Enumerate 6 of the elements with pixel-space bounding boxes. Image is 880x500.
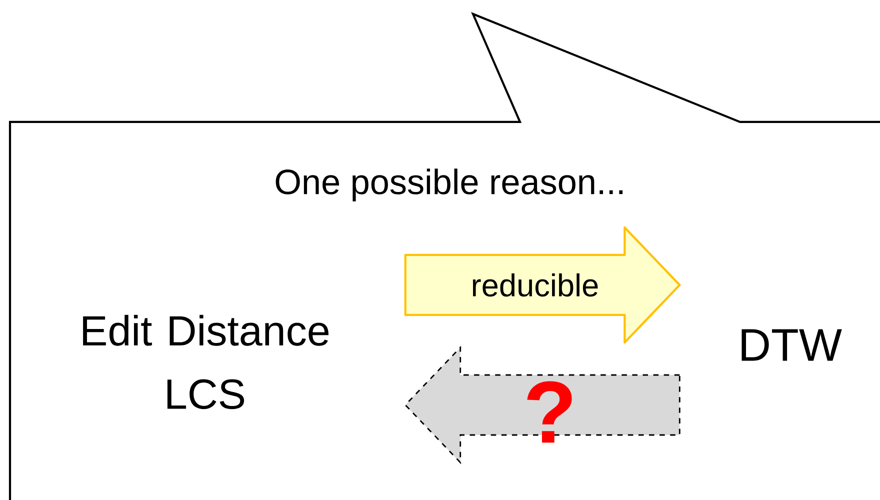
text-label: DTW bbox=[742, 329, 842, 361]
edge-label: reducible bbox=[472, 273, 598, 297]
question-mark: ? bbox=[527, 381, 572, 443]
block-arrow bbox=[404, 346, 680, 464]
block-arrow bbox=[404, 226, 681, 344]
text-label: Edit Distance LCS bbox=[83, 314, 328, 410]
